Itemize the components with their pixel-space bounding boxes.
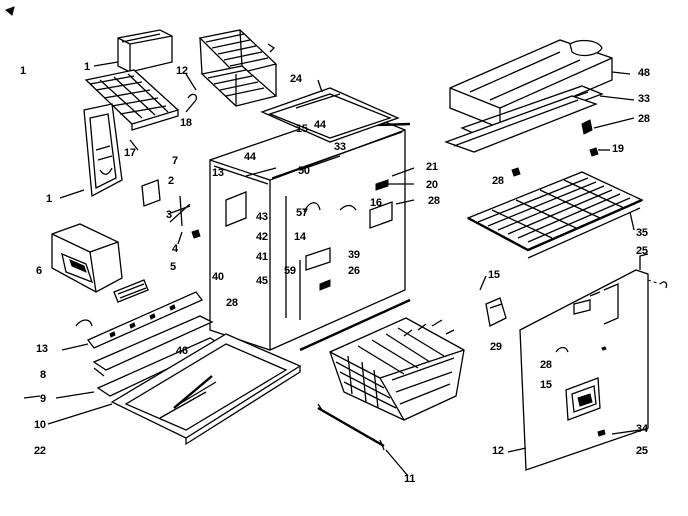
callout-1: 1 — [46, 193, 52, 205]
callout-28: 28 — [638, 113, 650, 125]
callout-45: 45 — [256, 275, 268, 287]
part-back-panel — [519, 253, 668, 471]
arrow-mark-icon — [5, 6, 15, 16]
callout-8: 8 — [40, 369, 46, 381]
callout-28: 28 — [428, 195, 440, 207]
part-egg-tray — [84, 69, 180, 131]
callout-14: 14 — [294, 231, 306, 243]
callout-43: 43 — [256, 211, 268, 223]
callout-26: 26 — [348, 265, 360, 277]
callout-12: 12 — [492, 445, 504, 457]
callout-12: 12 — [176, 65, 188, 77]
part-wire-shelf — [466, 171, 644, 259]
part-cabinet-liner — [209, 109, 411, 352]
part-crisper-cover — [444, 39, 613, 177]
callout-24: 24 — [290, 73, 302, 85]
leader-lines — [47, 61, 641, 477]
part-small-bin — [117, 29, 173, 73]
part-drawer-bin — [51, 223, 149, 303]
callout-9: 9 — [40, 393, 46, 405]
callout-48: 48 — [638, 67, 650, 79]
callout-6: 6 — [36, 265, 42, 277]
callout-19: 19 — [612, 143, 624, 155]
callout-15: 15 — [488, 269, 500, 281]
callout-29: 29 — [490, 341, 502, 353]
callout-4: 4 — [172, 243, 178, 255]
callout-1: 1 — [84, 61, 90, 73]
callout-59: 59 — [284, 265, 296, 277]
callout-16: 16 — [370, 197, 382, 209]
part-rails-and-base — [23, 291, 302, 446]
callout-33: 33 — [334, 141, 346, 153]
callout-39: 39 — [348, 249, 360, 261]
part-hinge-fasteners — [141, 179, 201, 245]
callout-33: 33 — [638, 93, 650, 105]
callout-44: 44 — [314, 119, 326, 131]
callout-10: 10 — [34, 419, 46, 431]
callout-5: 5 — [170, 261, 176, 273]
callout-42: 42 — [256, 231, 268, 243]
callout-40: 40 — [212, 271, 224, 283]
callout-15: 15 — [540, 379, 552, 391]
part-small-bracket — [485, 297, 507, 327]
callout-2: 2 — [168, 175, 174, 187]
callout-18: 18 — [180, 117, 192, 129]
callout-22: 22 — [34, 445, 46, 457]
callout-1: 1 — [20, 65, 26, 77]
callout-7: 7 — [172, 155, 178, 167]
callout-20: 20 — [426, 179, 438, 191]
callout-46: 46 — [176, 345, 188, 357]
callout-44: 44 — [244, 151, 256, 163]
callout-28: 28 — [540, 359, 552, 371]
callout-25: 25 — [636, 445, 648, 457]
callout-35: 35 — [636, 227, 648, 239]
part-door-panel-left — [83, 103, 123, 198]
callout-15: 15 — [296, 123, 308, 135]
callout-28: 28 — [226, 297, 238, 309]
callout-41: 41 — [256, 251, 268, 263]
callout-13: 13 — [212, 167, 224, 179]
callout-25: 25 — [636, 245, 648, 257]
callout-13: 13 — [36, 343, 48, 355]
callout-21: 21 — [426, 161, 438, 173]
part-wire-rack-top — [187, 29, 278, 107]
callout-28: 28 — [492, 175, 504, 187]
part-wire-basket — [317, 317, 465, 451]
callout-57: 57 — [296, 207, 308, 219]
callout-50: 50 — [298, 165, 310, 177]
callout-34: 34 — [636, 423, 648, 435]
callout-17: 17 — [124, 147, 136, 159]
part-cabinet-top-cover — [260, 87, 400, 143]
callout-11: 11 — [404, 473, 416, 485]
callout-3: 3 — [166, 209, 172, 221]
